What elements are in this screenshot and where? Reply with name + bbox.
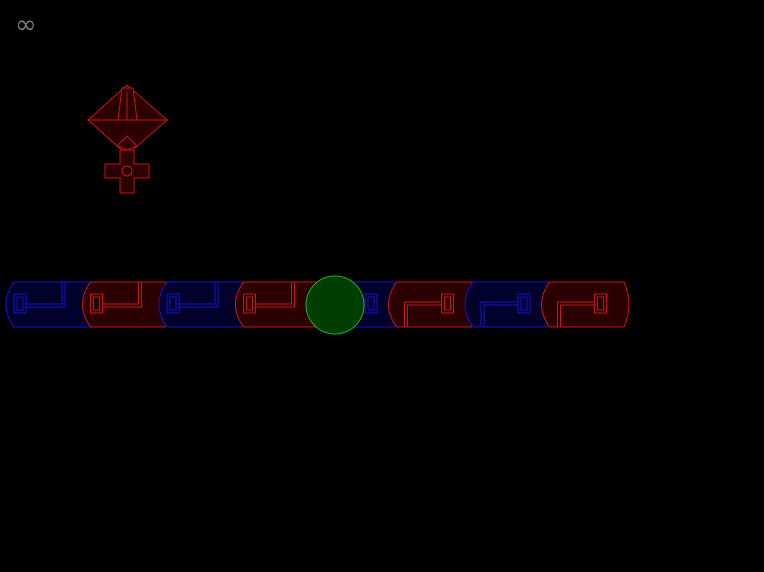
track-pattern-box	[517, 293, 531, 314]
track-pattern-box	[166, 293, 180, 314]
track-pattern-line	[102, 282, 142, 308]
track-pattern-inner-box	[597, 296, 604, 311]
lives-infinity-icon: ∞	[15, 10, 37, 40]
track-pattern-line	[404, 301, 442, 327]
track-segment	[541, 281, 630, 328]
track-pattern-line	[179, 282, 219, 308]
track-pattern-line	[26, 282, 66, 308]
track-pattern-inner-box	[169, 296, 177, 311]
track-segment	[5, 281, 94, 328]
track	[5, 281, 630, 328]
track-segment	[464, 281, 553, 328]
track-pattern-box	[90, 293, 103, 314]
track-pattern-line	[557, 301, 595, 327]
track-pattern-box	[594, 293, 607, 314]
track-segment	[388, 281, 477, 328]
ship-core	[121, 165, 133, 177]
green-ball	[305, 275, 365, 335]
track-pattern-line	[255, 282, 295, 308]
track-segment	[235, 281, 324, 328]
track-pattern-inner-box	[246, 296, 253, 311]
track-pattern-inner-box	[367, 296, 375, 311]
track-pattern-line	[480, 301, 518, 327]
track-segment	[82, 281, 171, 328]
track-pattern-box	[13, 293, 27, 314]
track-pattern-inner-box	[93, 296, 100, 311]
player-ship[interactable]	[86, 84, 169, 194]
track-pattern-inner-box	[444, 296, 451, 311]
track-pattern-inner-box	[16, 296, 24, 311]
track-pattern-box	[243, 293, 256, 314]
track-pattern-box	[441, 293, 454, 314]
track-segment	[158, 281, 247, 328]
track-pattern-box	[364, 293, 378, 314]
track-pattern-inner-box	[520, 296, 528, 311]
